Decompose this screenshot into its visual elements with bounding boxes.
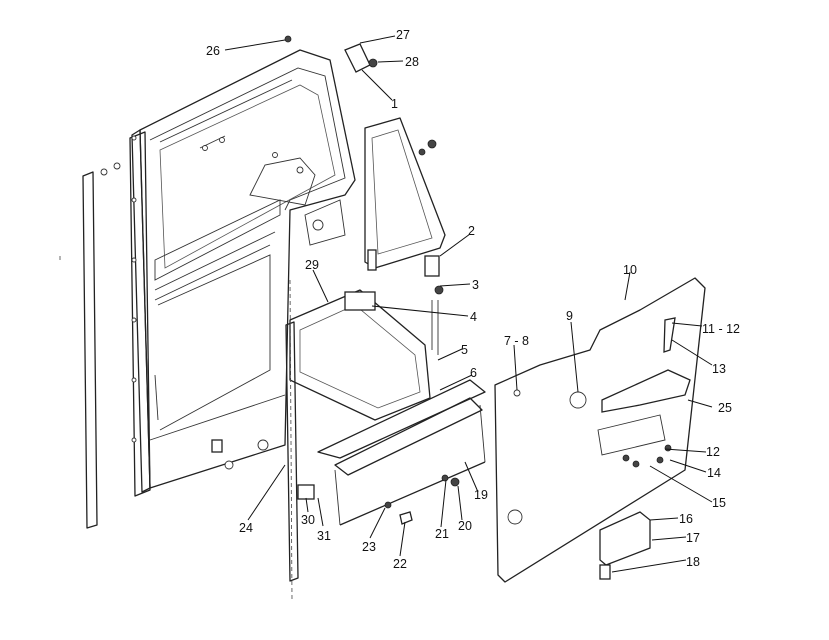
alignment-line [289,279,293,601]
callout-17: 17 [686,531,700,545]
callout-2: 2 [468,224,475,238]
bolt [427,139,437,149]
callout-29: 29 [305,258,319,272]
callout-30: 30 [301,513,315,527]
callout-19: 19 [474,488,488,502]
callout-15: 15 [712,496,726,510]
bolt [418,148,426,156]
callout-24: 24 [239,521,253,535]
callout-12: 12 [706,445,720,459]
callout-22: 22 [393,557,407,571]
callout-10: 10 [623,263,637,277]
inner-trim-panel [494,277,706,583]
callout-20: 20 [458,519,472,533]
latch-hardware [344,255,444,355]
callout-16: 16 [679,512,693,526]
callout-26: 26 [206,44,220,58]
callout-21: 21 [435,527,449,541]
callout-9: 9 [566,309,573,323]
quarter-window [364,117,446,271]
lower-channel [297,379,486,526]
armrest-assembly [599,511,651,580]
hinge-strip [82,135,137,529]
callout-labels: 1 2 3 4 5 6 7 - 8 9 10 11 - 12 12 13 14 … [206,28,740,571]
callout-5: 5 [461,343,468,357]
callout-13: 13 [712,362,726,376]
callout-11-12: 11 - 12 [702,322,740,336]
callout-1: 1 [391,97,398,111]
callout-25: 25 [718,401,732,415]
callout-4: 4 [470,310,477,324]
callout-23: 23 [362,540,376,554]
callout-14: 14 [707,466,721,480]
bracket-top [284,35,378,73]
callout-7-8: 7 - 8 [504,334,529,348]
leader-lines [224,35,713,573]
glass-run-channel [285,321,299,582]
door-frame [129,49,356,497]
callout-28: 28 [405,55,419,69]
callout-31: 31 [317,529,331,543]
callout-6: 6 [470,366,477,380]
callout-18: 18 [686,555,700,569]
callout-3: 3 [472,278,479,292]
callout-27: 27 [396,28,410,42]
